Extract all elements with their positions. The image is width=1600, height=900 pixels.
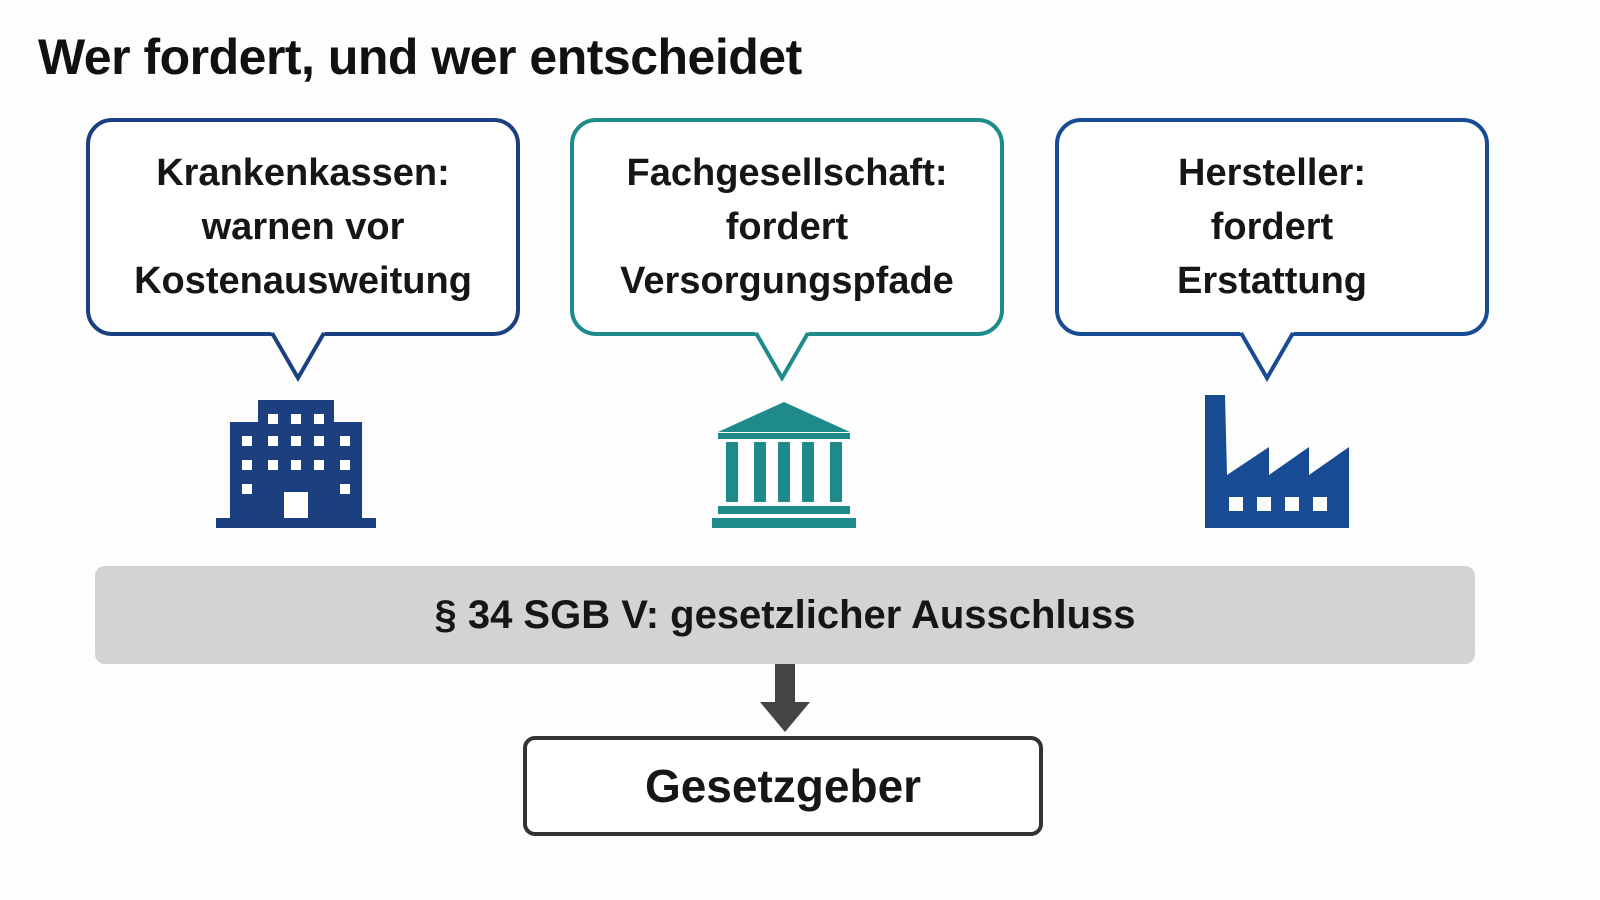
bubble-tail-krankenkassen xyxy=(270,330,326,382)
bubble-tail-hersteller xyxy=(1239,330,1295,382)
bubble-tail-fachgesellschaft xyxy=(754,330,810,382)
bubble-line: warnen vor xyxy=(201,206,405,248)
bubble-line: Erstattung xyxy=(1177,260,1367,302)
arrow-down-icon xyxy=(760,664,810,732)
speech-bubble-hersteller: Hersteller: fordert Erstattung xyxy=(1055,118,1489,336)
law-bar: § 34 SGB V: gesetzlicher Ausschluss xyxy=(95,566,1475,664)
bubble-line: fordert xyxy=(1210,206,1334,248)
decision-maker-box: Gesetzgeber xyxy=(523,736,1043,836)
page-title: Wer fordert, und wer entscheidet xyxy=(38,29,802,85)
bubble-line: Krankenkassen: xyxy=(156,152,450,194)
bubble-line: Kostenausweitung xyxy=(134,260,472,302)
bubble-line: Versorgungspfade xyxy=(620,260,954,302)
decision-maker-label: Gesetzgeber xyxy=(644,760,922,812)
institution-columns-icon xyxy=(712,402,856,528)
law-bar-label: § 34 SGB V: gesetzlicher Ausschluss xyxy=(434,592,1136,637)
speech-bubble-krankenkassen: Krankenkassen: warnen vor Kostenausweitu… xyxy=(86,118,520,336)
bubble-line: Fachgesellschaft: xyxy=(626,152,948,194)
office-building-icon xyxy=(216,400,376,528)
bubble-line: Hersteller: xyxy=(1178,152,1366,194)
speech-bubble-fachgesellschaft: Fachgesellschaft: fordert Versorgungspfa… xyxy=(570,118,1004,336)
factory-icon xyxy=(1205,395,1349,528)
bubble-line: fordert xyxy=(725,206,849,248)
